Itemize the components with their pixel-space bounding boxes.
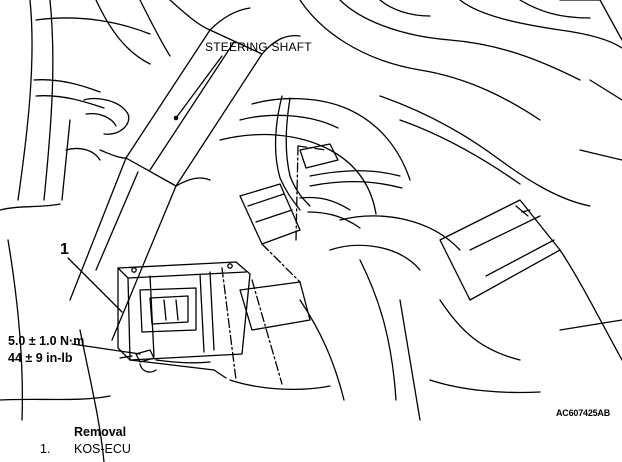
- steering-column: [69, 0, 301, 341]
- alignment-lines: [221, 145, 327, 385]
- callout-1-leader: [67, 257, 123, 313]
- legend-item-name: KOS-ECU: [74, 442, 131, 456]
- legend-heading: Removal: [74, 425, 127, 439]
- floor-lines: [79, 281, 541, 462]
- kos-ecu-bracket: [117, 261, 251, 379]
- legend-item-number: 1.: [40, 442, 51, 456]
- torque-metric: 5.0 ± 1.0 N·m: [8, 334, 85, 348]
- mounting-bolt: [119, 349, 155, 363]
- figure-code: AC607425AB: [556, 408, 611, 418]
- torque-leader: [71, 343, 141, 355]
- right-components: [299, 149, 622, 421]
- torque-imperial: 44 ± 9 in-lb: [8, 351, 73, 365]
- steering-shaft-label: STEERING SHAFT: [205, 40, 312, 54]
- wiring-harness: [239, 95, 403, 245]
- legend-item: 1. KOS-ECU: [40, 441, 131, 458]
- callout-number-1: 1: [60, 241, 69, 258]
- torque-spec: 5.0 ± 1.0 N·m 44 ± 9 in-lb: [8, 333, 84, 367]
- dash-structure-left: [0, 0, 151, 421]
- steering-shaft-leader: [175, 55, 223, 119]
- dash-structure-upper: [219, 0, 622, 215]
- harness-connector: [239, 183, 301, 245]
- parts-legend: Removal 1. KOS-ECU: [40, 424, 131, 458]
